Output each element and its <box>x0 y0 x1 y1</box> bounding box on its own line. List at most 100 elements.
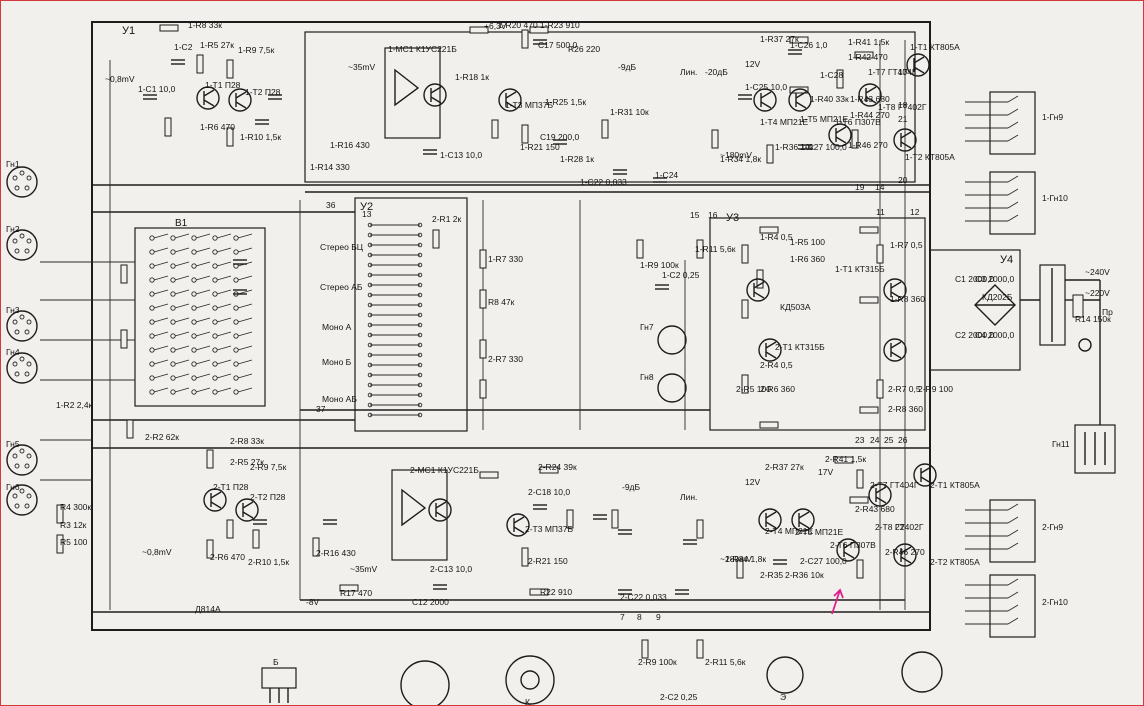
part-label: 1-R2 2,4к <box>56 400 93 410</box>
part-label: 2-T4 МП21Е <box>765 526 813 536</box>
ic-1-mc1 <box>384 47 441 139</box>
label-mains-240: ~240V <box>1085 267 1110 277</box>
pin-number: 13 <box>362 209 372 219</box>
part-label: 1-R40 33к <box>810 94 849 104</box>
label-out-1-gn10: 1-Гн10 <box>1042 193 1068 203</box>
part-label: 2-T1 КТ805А <box>930 480 980 490</box>
mode-mono-a: Моно А <box>322 322 352 332</box>
pin-number: 15 <box>690 210 700 220</box>
part-label: 1-T1 КТ315Б <box>835 264 885 274</box>
ic-2-mc1 <box>391 469 448 561</box>
part-label: 1-T7 ГТ404Г <box>868 67 917 77</box>
part-label: 1-C26 1,0 <box>790 40 828 50</box>
switch-contacts <box>149 233 253 395</box>
level-neg8: -8V <box>306 597 320 607</box>
label-bridge: КД202Б <box>982 292 1013 302</box>
opamp-bottom <box>401 488 427 527</box>
part-label: 1-R46 270 <box>848 140 888 150</box>
capacitor-group <box>143 39 812 595</box>
label-jack-4: Гн4 <box>6 347 20 357</box>
part-label: 2-R34 1,8к <box>725 554 766 564</box>
pin-number: 21 <box>898 114 908 124</box>
part-label: 2-T1 П28 <box>213 482 249 492</box>
level-12v-a: 12V <box>745 59 760 69</box>
level-mv-35a: ~35mV <box>348 62 375 72</box>
part-label: 2-C2 0,25 <box>660 692 698 702</box>
part-label: 1-R42 470 <box>848 52 888 62</box>
part-label: R26 220 <box>568 44 600 54</box>
part-label: C12 2000 <box>412 597 449 607</box>
block-label-u4: У4 <box>1000 254 1013 266</box>
transistor-group <box>196 53 937 567</box>
part-label: 2-R16 430 <box>316 548 356 558</box>
part-label: 2-R9 100к <box>638 657 677 667</box>
part-label: 2-T2 П28 <box>250 492 286 502</box>
selector-block-u2 <box>354 197 468 432</box>
part-label: 1-T1 КТ805А <box>910 42 960 52</box>
label-jack-8: Гн8 <box>640 372 654 382</box>
part-label: 1-T8 ГТ402Г <box>878 102 927 112</box>
part-label: 2-R37 27к <box>765 462 804 472</box>
level-bot-lin: Лин. <box>680 492 697 502</box>
part-label: R17 470 <box>340 588 372 598</box>
mode-stereo-bc: Стерео БЦ <box>320 242 364 252</box>
part-label: 1-C27 100,0 <box>800 142 847 152</box>
jack-gn8 <box>657 373 687 403</box>
part-label: 1-R5 100 <box>790 237 825 247</box>
selector-switch <box>367 222 423 418</box>
pin-number: 11 <box>876 207 885 217</box>
power-socket <box>1074 424 1116 474</box>
part-label: 2-R6 470 <box>210 552 245 562</box>
level-mv-180a: ~180mV <box>720 150 752 160</box>
mode-stereo-ab: Стерео АБ <box>320 282 363 292</box>
part-label: 2-T7 ГТ404Г <box>870 480 919 490</box>
part-label: 2-R43 680 <box>855 504 895 514</box>
part-label: 1-C28 <box>820 70 843 80</box>
level-supply-63: +6,3V <box>484 21 507 31</box>
switch-bank-b1 <box>134 227 266 407</box>
level-top-lin: Лин. <box>680 67 697 77</box>
part-label: C3 2000,0 <box>975 274 1014 284</box>
part-label: 2-R8 360 <box>888 404 923 414</box>
part-label: 1-R23 910 <box>540 20 580 30</box>
pin-k: К <box>525 697 530 706</box>
part-label: C4 2000,0 <box>975 330 1014 340</box>
part-label: 1-R10 1,5к <box>240 132 281 142</box>
part-label: 1-R16 430 <box>330 140 370 150</box>
part-label: 2-R7 0,5 <box>888 384 921 394</box>
part-label: C19 200,0 <box>540 132 579 142</box>
part-label: 2-R4 0,5 <box>760 360 793 370</box>
part-label: 1-R34 1,8к <box>720 154 761 164</box>
package-to3-1 <box>505 655 555 705</box>
transformer <box>1039 264 1066 346</box>
fuse-symbol <box>1072 294 1084 318</box>
pin-number: 17 <box>898 67 908 77</box>
level-mv-180b: ~180mV <box>720 554 752 564</box>
part-label: 1-R37 27к <box>760 34 799 44</box>
pinout-footprints <box>261 651 943 706</box>
part-label: 1-R5 27к <box>200 40 234 50</box>
part-label: 1-R14 330 <box>310 162 350 172</box>
part-label: R3 12к <box>60 520 87 530</box>
pin-number: 37 <box>316 404 326 414</box>
pin-number: 16 <box>708 210 718 220</box>
part-label: 2-R2 62к <box>145 432 179 442</box>
label-fuse: Пр <box>1102 307 1113 317</box>
part-label: 1-C22 0,033 <box>580 177 627 187</box>
part-label: 1-R8 360 <box>890 294 925 304</box>
part-label: R4 300к <box>60 502 91 512</box>
pin-number: 20 <box>898 175 908 185</box>
pin-number: 14 <box>875 182 885 192</box>
lamp-symbol <box>1078 338 1092 352</box>
part-label: 1-T5 МП21Е <box>800 114 848 124</box>
mode-mono-b: Моно Б <box>322 357 352 367</box>
label-jack-5: Гн5 <box>6 439 20 449</box>
part-label: 1-R43 680 <box>850 94 890 104</box>
label-out-1-gn9: 1-Гн9 <box>1042 112 1063 122</box>
block-label-u3: У3 <box>726 212 739 224</box>
level-top-neg9: -9дБ <box>618 62 637 72</box>
part-label: 2-R35 <box>760 570 783 580</box>
part-label: 1-R7 0,5 <box>890 240 923 250</box>
block-label-u1: У1 <box>122 25 135 37</box>
